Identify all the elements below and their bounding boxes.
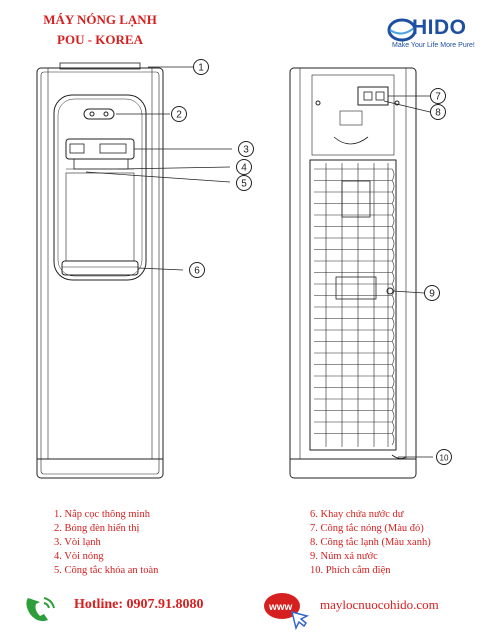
front-body	[36, 67, 164, 479]
callout-number: 6	[194, 266, 200, 277]
coil-line	[314, 260, 395, 273]
callout-circle	[238, 141, 254, 157]
condenser-coil	[309, 159, 397, 451]
callout-number: 10	[440, 454, 449, 463]
callout-number: 3	[243, 145, 249, 156]
coil-line	[314, 272, 395, 285]
callout-circle	[171, 106, 187, 122]
coil-line	[314, 352, 395, 365]
coil-line	[314, 410, 395, 423]
hot-switch	[363, 91, 373, 101]
coil-line	[314, 180, 395, 193]
legend-item-10: 10. Phích cắm điện	[310, 565, 391, 576]
coil-line	[314, 421, 395, 434]
callout-circle	[193, 59, 209, 75]
callout-number: 2	[176, 110, 182, 121]
callout-number: 8	[435, 108, 441, 119]
svg-text:www: www	[268, 602, 293, 613]
legend-item-3: 3. Vòi lạnh	[54, 537, 101, 548]
brand-tagline: Make Your Life More Pure!	[392, 42, 475, 49]
callout-circle	[236, 175, 252, 191]
hot-tap	[99, 143, 127, 154]
top-lid	[59, 62, 141, 70]
callout-number: 9	[429, 289, 435, 300]
power-plug	[391, 454, 407, 460]
product-diagram: 1 2 3 4 5 6 7 8 9 10	[36, 59, 452, 479]
legend-item-7: 7. Công tắc nóng (Màu đỏ)	[310, 523, 424, 534]
back-body	[289, 67, 417, 479]
callout-circle	[436, 449, 452, 465]
coil-line	[314, 433, 395, 446]
coil-line	[314, 283, 395, 296]
coil-line	[314, 318, 395, 331]
callout-number: 7	[435, 92, 441, 103]
coil-line	[314, 387, 395, 400]
legend-item-2: 2. Bóng đèn hiển thị	[54, 523, 140, 534]
coil-line	[314, 168, 395, 181]
page-subtitle: POU - KOREA	[57, 32, 143, 47]
drip-tray	[61, 260, 139, 276]
callout-number: 4	[241, 163, 247, 174]
www-icon: www	[264, 593, 310, 630]
dispenser-recess	[53, 94, 147, 281]
compressor-bracket	[335, 276, 377, 300]
coil-line	[314, 364, 395, 377]
website-link[interactable]: maylocnuocohido.com	[320, 597, 439, 612]
coil-line	[314, 191, 395, 204]
legend-item-6: 6. Khay chứa nước dư	[310, 509, 404, 520]
page-title: MÁY NÓNG LẠNH	[43, 12, 157, 27]
callout-circle	[430, 104, 446, 120]
coil-line	[314, 329, 395, 342]
legend-item-4: 4. Vòi nóng	[54, 551, 104, 562]
legend-item-9: 9. Núm xả nước	[310, 551, 378, 562]
power-switches	[357, 86, 389, 106]
coil-line	[314, 398, 395, 411]
coil-line	[314, 237, 395, 250]
callout-circle	[430, 88, 446, 104]
coil-line	[314, 375, 395, 388]
coil-line	[314, 226, 395, 239]
coil-line	[314, 214, 395, 227]
callout-circle	[424, 285, 440, 301]
coil-line	[314, 341, 395, 354]
indicator-light	[83, 108, 115, 120]
coil-line	[314, 306, 395, 319]
callout-circle	[189, 262, 205, 278]
phone-icon	[26, 597, 55, 622]
brand-logo-icon	[387, 18, 417, 42]
back-view	[289, 67, 417, 479]
cold-switch	[375, 91, 385, 101]
coil-line	[314, 295, 395, 308]
cold-tap	[69, 143, 85, 154]
coil-line	[314, 203, 395, 216]
hotline-link[interactable]: Hotline: 0907.91.8080	[74, 597, 204, 612]
callout-number: 5	[241, 179, 247, 190]
brand-name: HIDO	[412, 16, 467, 39]
callout-number: 1	[198, 63, 204, 74]
legend-item-5: 5. Công tắc khóa an toàn	[54, 565, 159, 576]
callout-circle	[236, 159, 252, 175]
legend-item-1: 1. Nắp cọc thông minh	[54, 509, 150, 520]
front-view	[36, 62, 164, 479]
legend-item-8: 8. Công tắc lạnh (Màu xanh)	[310, 537, 431, 548]
coil-line	[314, 249, 395, 262]
